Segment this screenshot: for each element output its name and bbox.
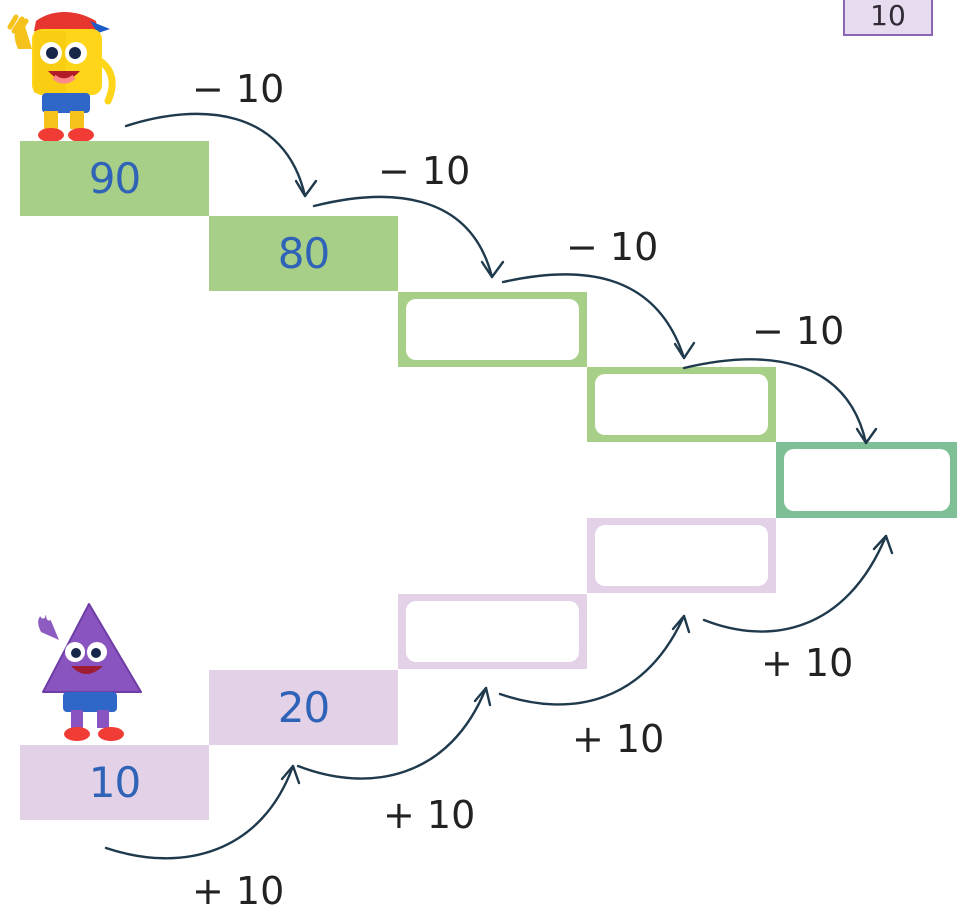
up-step-3-answer-box[interactable] (406, 601, 579, 662)
down-operation-3: − 10 (566, 225, 659, 269)
badge-label: 10 (870, 0, 906, 32)
down-operation-2: − 10 (378, 149, 471, 193)
down-arrow-1-head (294, 179, 318, 198)
up-step-4 (587, 518, 776, 593)
down-arrow-4-head (855, 427, 878, 445)
up-arrow-2-head (473, 686, 492, 707)
down-step-4-answer-box[interactable] (595, 374, 768, 435)
down-step-5-answer-box[interactable] (784, 449, 950, 511)
down-operation-1: − 10 (192, 67, 285, 111)
up-operation-3: + 10 (572, 717, 665, 761)
up-operation-4: + 10 (761, 641, 854, 685)
down-step-1-value: 90 (88, 154, 141, 203)
down-step-3 (398, 292, 587, 367)
down-step-5 (776, 442, 957, 518)
purple-triangle-mascot-icon (28, 601, 154, 741)
down-operation-4: − 10 (752, 309, 845, 353)
down-step-2-value: 80 (277, 229, 330, 278)
up-step-4-answer-box[interactable] (595, 525, 768, 586)
up-step-1-value: 10 (88, 758, 141, 807)
up-arrow-4-head (872, 534, 894, 555)
down-step-1: 90 (20, 141, 209, 216)
up-operation-1: + 10 (192, 869, 285, 913)
up-step-2: 20 (209, 670, 398, 745)
down-step-4 (587, 367, 776, 442)
up-arrow-1-head (280, 764, 301, 785)
corner-number-badge: 10 (843, 0, 933, 36)
down-step-2: 80 (209, 216, 398, 291)
up-step-3 (398, 594, 587, 669)
yellow-cube-mascot-icon (7, 12, 116, 142)
up-arrow-3-head (671, 614, 691, 634)
down-arrow-3-head (673, 341, 696, 360)
down-arrow-2-head (480, 260, 505, 279)
up-step-2-value: 20 (277, 683, 330, 732)
down-step-3-answer-box[interactable] (406, 299, 579, 360)
up-step-1: 10 (20, 745, 209, 820)
up-operation-2: + 10 (383, 793, 476, 837)
